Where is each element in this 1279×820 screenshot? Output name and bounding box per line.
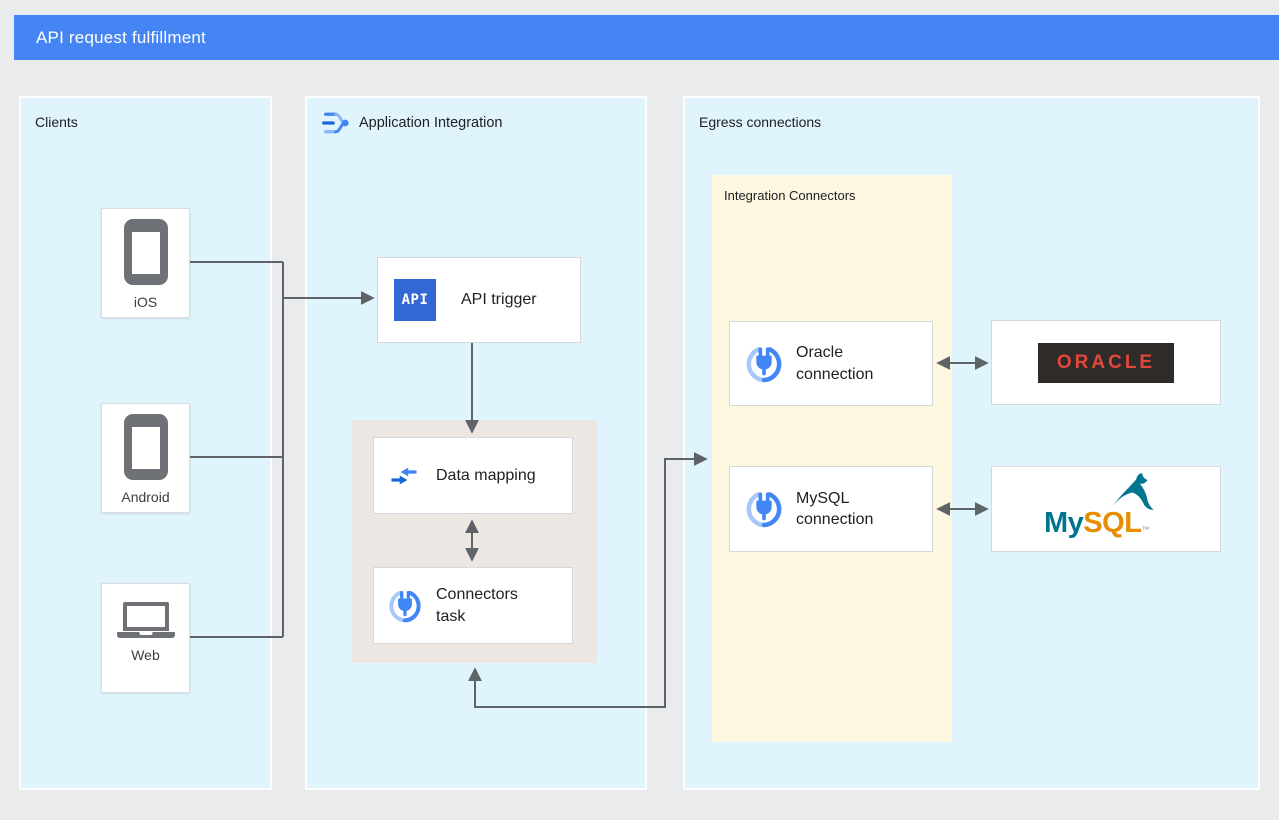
data-mapping-label: Data mapping [436,466,536,484]
mysql-dolphin-icon [1110,473,1154,510]
api-trigger-node: API API trigger [377,257,581,343]
clients-panel-label: Clients [35,114,78,130]
mysql-trademark: ™ [1141,525,1149,534]
application-integration-header: Application Integration [320,108,503,138]
mysql-connection-node: MySQL connection [729,466,933,552]
mysql-wordmark: MySQL™ [1044,507,1149,540]
diagram-title: API request fulfillment [36,27,206,47]
laptop-screen [122,602,169,631]
laptop-base [116,632,175,638]
connectors-task-label: Connectors task [436,586,518,625]
client-label: Android [121,489,170,505]
oracle-connection-label: Oracle connection [796,344,874,383]
mysql-connection-label: MySQL connection [796,489,874,528]
diagram-title-bar: API request fulfillment [14,15,1279,60]
application-integration-label: Application Integration [359,115,503,131]
client-card-ios: iOS [101,208,190,318]
smartphone-icon [123,219,168,285]
api-trigger-icon: API [394,279,436,321]
oracle-database-node: ORACLE [991,320,1221,405]
data-mapping-node: Data mapping [373,437,573,514]
connector-plug-icon [746,492,782,528]
connector-plug-icon [746,346,782,382]
mysql-wordmark-sql: SQL [1083,507,1142,539]
integration-connectors-panel: Integration Connectors [712,175,952,742]
laptop-icon [116,602,175,638]
connector-plug-icon [389,590,421,622]
oracle-logo: ORACLE [1038,342,1174,383]
api-trigger-label: API trigger [461,291,537,309]
client-card-android: Android [101,403,190,513]
integration-connectors-label: Integration Connectors [724,188,856,203]
smartphone-icon [123,414,168,480]
egress-connections-label: Egress connections [699,114,822,130]
mysql-logo: MySQL™ [1036,473,1176,544]
connectors-task-node: Connectors task [373,567,573,644]
oracle-logo-text: ORACLE [1056,351,1156,373]
client-card-web: Web [101,583,190,693]
mysql-wordmark-my: My [1044,507,1084,539]
client-label: iOS [133,294,158,310]
client-label: Web [131,647,160,663]
data-mapping-icon [391,467,417,484]
application-integration-icon [322,112,349,134]
mysql-database-node: MySQL™ [991,466,1221,552]
oracle-connection-node: Oracle connection [729,321,933,406]
